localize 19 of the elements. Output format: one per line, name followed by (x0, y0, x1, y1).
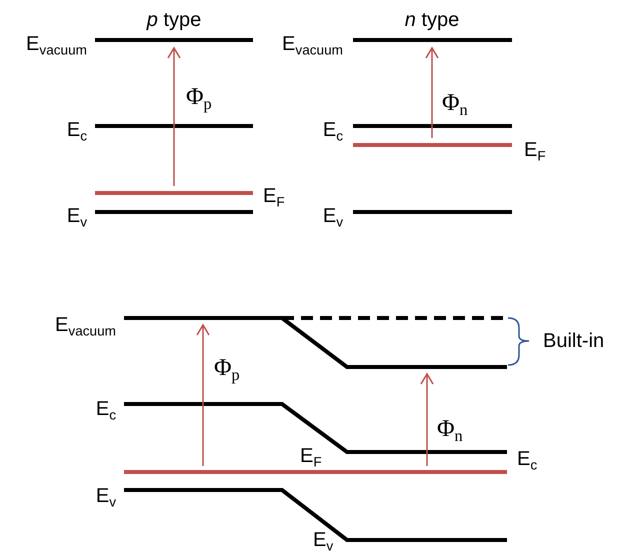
bracket-label: Built-in (543, 331, 604, 351)
work-function-label: Φ$_{n}$ (442, 91, 468, 115)
level-label: E$_{v}$ (66, 206, 87, 226)
level-label: E$_{c}$ (66, 120, 87, 140)
level-label: E$_{c}$ (96, 399, 116, 419)
panel-title: n type (404, 10, 460, 30)
level-label: E$_{F}$ (300, 446, 322, 466)
level-label: E$_{v}$ (322, 206, 343, 226)
level-label: E$_{c}$ (517, 449, 538, 469)
level-label: E$_{v}$ (313, 530, 334, 550)
level-label: E$_{vacuum}$ (282, 34, 343, 54)
level-label: E$_{v}$ (96, 486, 116, 506)
level-label: E$_{c}$ (322, 120, 343, 140)
level-label: E$_{vacuum}$ (55, 315, 116, 335)
level-label: E$_{F}$ (524, 140, 546, 160)
level-label: E$_{vacuum}$ (26, 34, 87, 54)
level-label: E$_{F}$ (263, 186, 285, 206)
work-function-label: Φ$_{n}$ (437, 417, 463, 441)
panel-title: p type (146, 10, 202, 30)
